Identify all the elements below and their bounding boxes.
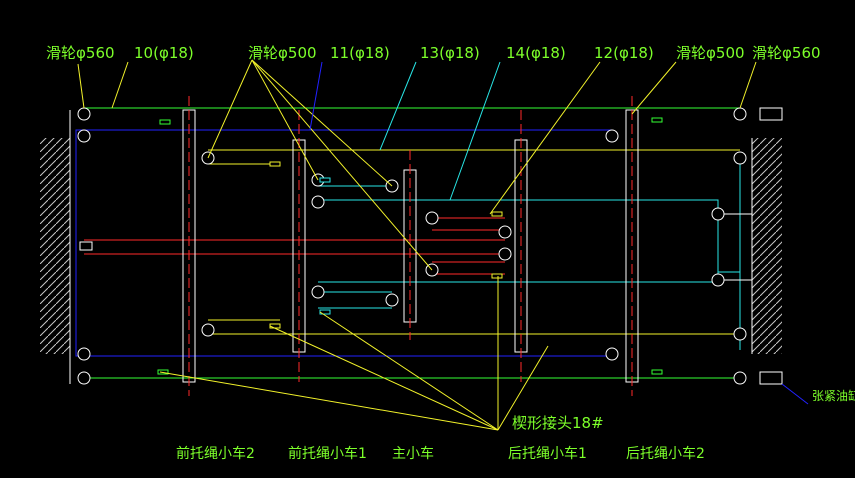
right-wall: [751, 138, 782, 354]
pulley-icon: [77, 107, 91, 121]
label-main-cart: 主小车: [392, 445, 434, 462]
carts: [182, 96, 639, 396]
left-wall: [40, 110, 71, 384]
label-rope-13: 13(φ18): [420, 44, 480, 62]
pulley-icon: [311, 285, 325, 299]
label-pulley-500-b: 滑轮φ500: [676, 44, 745, 62]
pulley-icon: [77, 129, 91, 143]
pulley-icon: [385, 293, 399, 307]
tension-cylinder-bottom: [759, 371, 783, 385]
pulley-icon: [711, 207, 725, 221]
label-pulley-500-a: 滑轮φ500: [248, 44, 317, 62]
label-rear-cart-2: 后托绳小车2: [626, 445, 705, 462]
pulley-icon: [498, 247, 512, 261]
label-tension-cylinder: 张紧油缸: [812, 388, 855, 403]
label-pulley-560-right: 滑轮φ560: [752, 44, 821, 62]
pulley-icon: [605, 129, 619, 143]
pulley-icon: [311, 195, 325, 209]
pulley-icon: [498, 225, 512, 239]
label-rope-11: 11(φ18): [330, 44, 390, 62]
wedge-joints: [79, 107, 783, 385]
label-front-cart-1: 前托绳小车1: [288, 445, 367, 462]
pulley-icon: [733, 327, 747, 341]
pulley-icon: [733, 371, 747, 385]
leader-lines: [77, 59, 809, 431]
label-rear-cart-1: 后托绳小车1: [508, 445, 587, 462]
pulley-icon: [201, 323, 215, 337]
pulley-icon: [605, 347, 619, 361]
labels: 滑轮φ560 10(φ18) 滑轮φ500 11(φ18) 13(φ18) 14…: [46, 44, 855, 462]
label-rope-12: 12(φ18): [594, 44, 654, 62]
pulley-icon: [425, 211, 439, 225]
label-rope-10: 10(φ18): [134, 44, 194, 62]
label-wedge-joint: 楔形接头18#: [512, 414, 604, 432]
label-front-cart-2: 前托绳小车2: [176, 445, 255, 462]
pulley-icon: [733, 151, 747, 165]
pulley-icon: [711, 273, 725, 287]
label-rope-14: 14(φ18): [506, 44, 566, 62]
label-pulley-560-left: 滑轮φ560: [46, 44, 115, 62]
pulley-icon: [77, 347, 91, 361]
pulley-icon: [77, 371, 91, 385]
rope-lines: [75, 107, 752, 379]
pulley-icon: [733, 107, 747, 121]
tension-cylinder-top: [759, 107, 783, 121]
